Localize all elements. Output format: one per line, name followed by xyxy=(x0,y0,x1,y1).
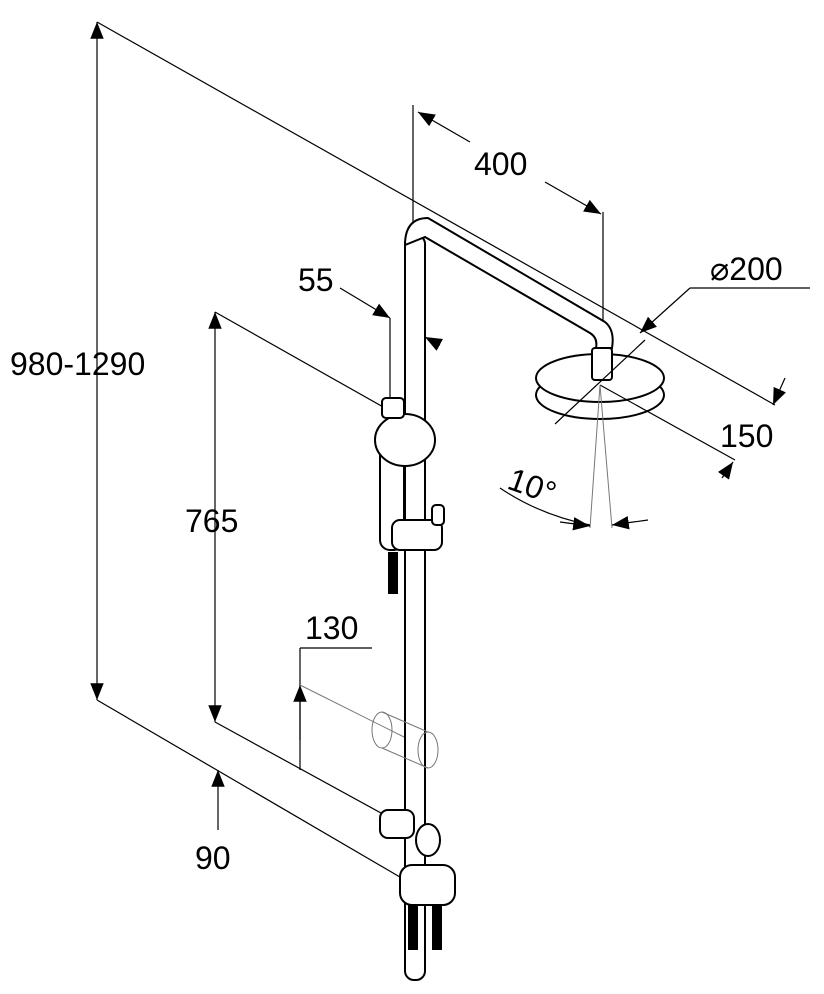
slide-holder-ghost xyxy=(371,711,439,769)
head-diameter-label: ⌀200 xyxy=(710,251,783,287)
rail-offset-dimension xyxy=(339,287,443,410)
hand-shower xyxy=(374,397,445,594)
bottom-offset-label: 90 xyxy=(195,840,231,876)
rail-offset-label: 55 xyxy=(298,262,334,298)
overhead-shower xyxy=(499,287,810,531)
head-height-label: 150 xyxy=(720,418,774,454)
rail-length-dimension xyxy=(208,311,393,819)
diverter xyxy=(379,809,456,950)
rail-length-label: 765 xyxy=(185,503,239,539)
holder-spacing-label: 130 xyxy=(305,610,359,646)
holder-spacing-dimension xyxy=(293,647,421,770)
total-height-label: 980-1290 xyxy=(10,346,146,382)
height-dimension xyxy=(90,21,776,881)
arm-projection-label: 400 xyxy=(474,146,528,182)
